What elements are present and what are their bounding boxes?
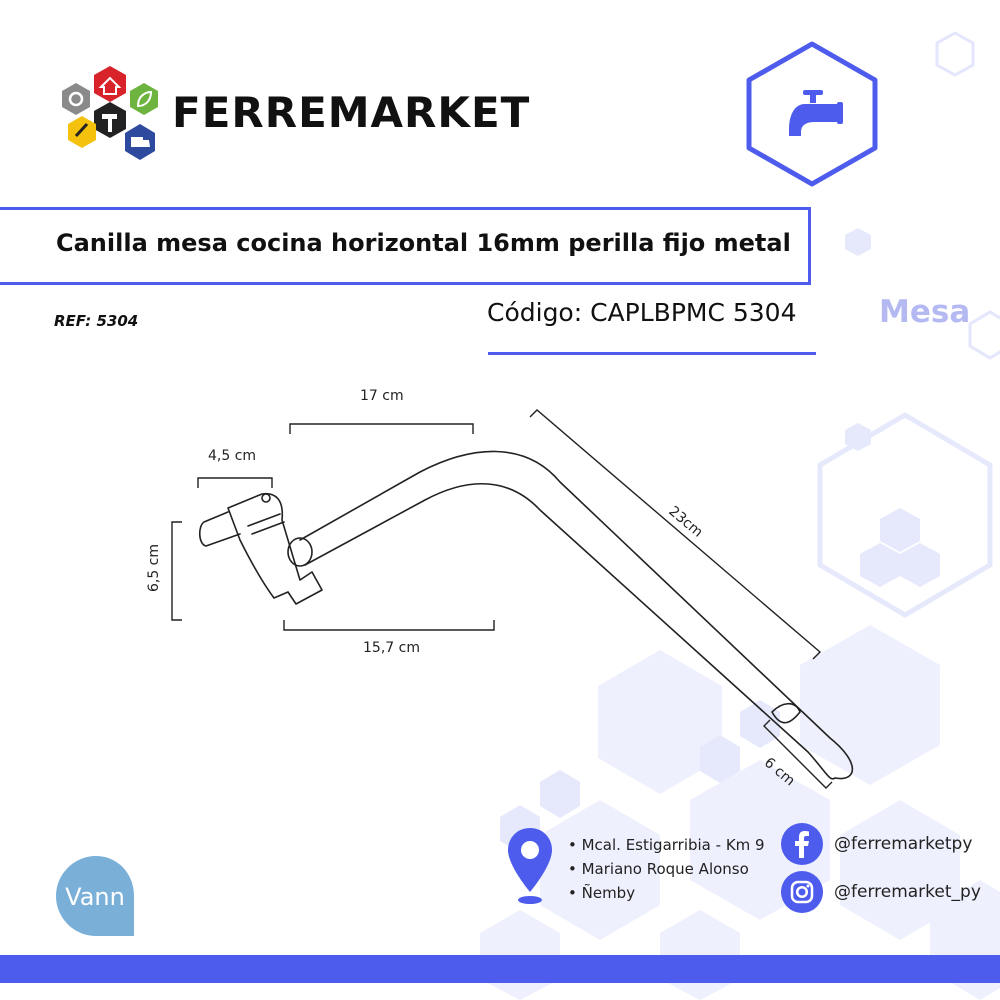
facebook-handle[interactable]: @ferremarketpy	[834, 834, 973, 854]
brand-name: FERREMARKET	[172, 88, 531, 137]
footer-bar	[0, 955, 1000, 983]
house-icon	[94, 66, 126, 102]
vann-logo-text: Vann	[65, 883, 125, 911]
facebook-icon[interactable]	[780, 822, 824, 866]
location-2: • Mariano Roque Alonso	[568, 860, 749, 878]
location-3: • Ñemby	[568, 884, 636, 902]
location-1: • Mcal. Estigarribia - Km 9	[568, 836, 765, 854]
product-ref: REF: 5304	[54, 312, 139, 330]
title-box	[0, 207, 811, 285]
faucet-icon	[789, 90, 843, 136]
gear-icon	[62, 83, 90, 115]
product-title: Canilla mesa cocina horizontal 16mm peri…	[56, 229, 791, 257]
vann-logo: Vann	[56, 856, 134, 936]
dim-handle-width: 4,5 cm	[208, 448, 257, 464]
category-label: Mesa	[879, 294, 971, 330]
faucet-badge	[746, 41, 878, 187]
instagram-icon[interactable]	[780, 870, 824, 914]
brand-logo	[62, 66, 158, 160]
dim-height: 6,5 cm	[146, 543, 163, 593]
dim-top-width: 17 cm	[360, 388, 404, 404]
dim-base-length: 15,7 cm	[363, 640, 420, 656]
code-underline	[488, 352, 816, 355]
location-pin-icon	[508, 828, 552, 904]
instagram-handle[interactable]: @ferremarket_py	[834, 882, 981, 902]
product-code: Código: CAPLBPMC 5304	[487, 298, 797, 327]
